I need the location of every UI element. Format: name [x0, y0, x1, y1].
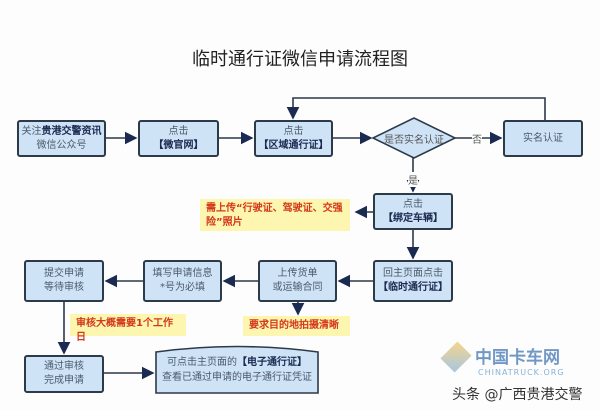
node-text: *号为必填 [160, 282, 205, 293]
node-text: 或运输合同 [272, 282, 323, 293]
decision-text: 是否实名认证 [384, 135, 444, 146]
page-title: 临时通行证微信申请流程图 [192, 49, 408, 70]
node-fill: 填写申请信息 *号为必填 [143, 260, 222, 302]
node-text: 点击【绑定车辆】 [383, 198, 443, 224]
watermark-logo-en: CHINATRUCK.ORG [478, 368, 565, 377]
node-text-bold: 【微官网】 [153, 139, 204, 151]
label-yes: 是 [408, 172, 418, 187]
note-bind: 需上传“行驶证、驾驶证、交强险”照片 [200, 199, 350, 231]
node-area-pass: 点击【区域通行证】 [254, 120, 333, 157]
node-upload: 上传货单或运输合同 [258, 260, 337, 302]
node-text: 等待审核 [44, 282, 84, 293]
node-text: 微信公众号 [36, 139, 87, 151]
node-text: 关注 [21, 125, 42, 137]
node-text: 通过审核 [44, 361, 84, 372]
node-wechat-site: 点击【微官网】 [138, 120, 219, 157]
node-bind-vehicle: 点击【绑定车辆】 [373, 193, 453, 230]
node-text: 提交申请 [44, 268, 84, 279]
node-text-bold: 贵港交警资讯 [41, 125, 102, 137]
note-upload: 要求目的地拍摄清晰 [243, 316, 350, 336]
node-approved: 通过审核完成申请 [24, 355, 104, 393]
node-text: 点击 [168, 125, 189, 137]
document-shape [155, 345, 319, 394]
decision-diamond [371, 117, 457, 159]
node-text: 实名认证 [523, 132, 563, 144]
label-no: 否 [472, 131, 482, 146]
node-text-bold: 【临时通行证】 [378, 282, 448, 293]
node-text: 回主页面点击 [383, 268, 443, 279]
node-text-bold: 【区域通行证】 [258, 139, 329, 151]
node-realname: 实名认证 [503, 120, 583, 157]
node-text: 完成申请 [44, 375, 84, 386]
node-follow: 关注贵港交警资讯微信公众号 [17, 120, 106, 157]
node-text: 填写申请信息 [152, 268, 213, 279]
node-text: 点击 [283, 125, 304, 137]
node-home-temp: 回主页面点击【临时通行证】 [373, 260, 453, 302]
node-text: 上传货单 [277, 268, 318, 279]
watermark-logo: 中国卡车网 [475, 348, 560, 368]
note-review: 审核大概需要1个工作日 [70, 314, 186, 343]
node-submit: 提交申请等待审核 [24, 260, 104, 302]
node-epass: 可点击主页面的【电子通行证】查看已通过申请的电子通行证凭证 [162, 357, 312, 383]
watermark-source: 头条 @广西贵港交警 [452, 387, 583, 403]
